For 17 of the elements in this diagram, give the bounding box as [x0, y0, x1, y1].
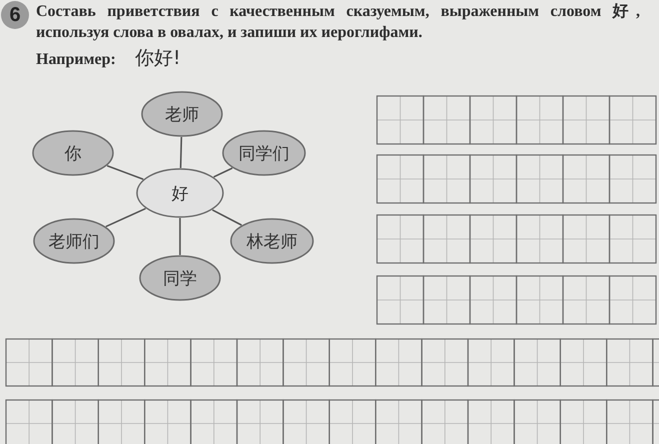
word-oval: 同学们	[222, 130, 306, 176]
connector-line	[179, 218, 181, 255]
word-oval: 老师们	[33, 218, 115, 264]
example-text: 你好!	[135, 47, 181, 69]
connector-line	[213, 167, 233, 178]
example-label: Например:	[36, 50, 116, 70]
word-oval: 林老师	[230, 218, 314, 264]
connector-line	[212, 209, 242, 226]
connector-line	[106, 165, 144, 180]
exercise-number: 6	[1, 1, 29, 29]
word-oval: 同学	[139, 255, 221, 301]
instruction-text: Составь приветствия с качественным сказуемым, выраженным словом 好, используя слова в овалах, и запиши их иероглифами.	[36, 2, 640, 43]
connector-line	[180, 136, 182, 168]
word-oval: 好	[136, 168, 224, 218]
word-oval: 老师	[141, 91, 223, 137]
connector-line	[106, 208, 146, 228]
word-oval: 你	[32, 130, 114, 176]
